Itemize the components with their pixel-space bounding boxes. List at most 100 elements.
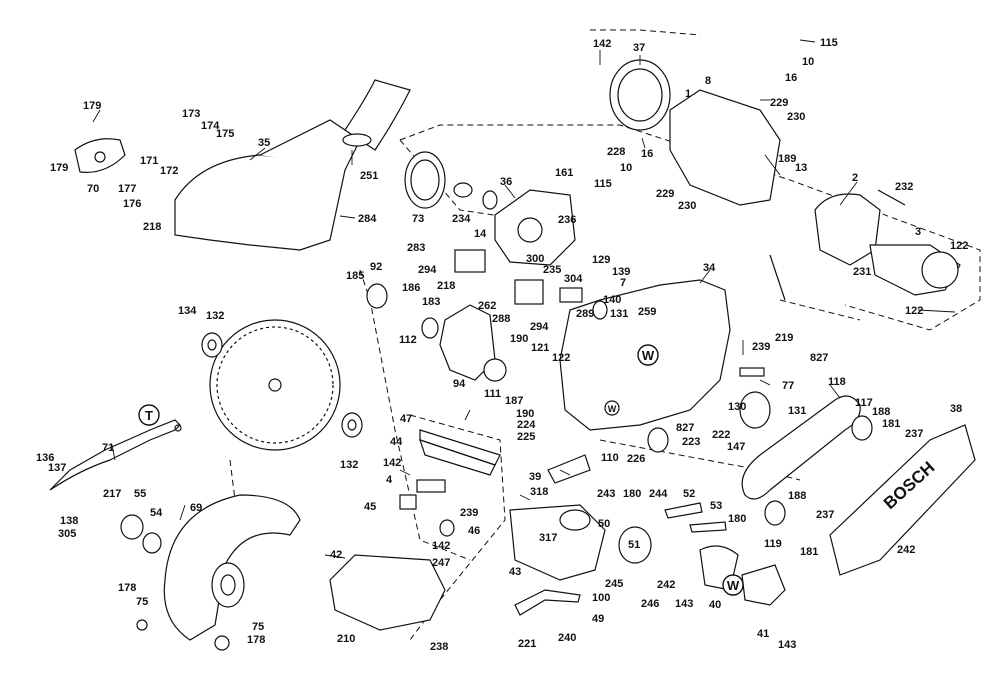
svg-text:W: W (642, 348, 655, 363)
part-label: 289 (576, 308, 595, 320)
part-label: 46 (468, 525, 481, 537)
part-label: 175 (216, 128, 235, 140)
part-label: 222 (712, 429, 731, 441)
field-coil (814, 193, 881, 266)
part-label: 3 (915, 226, 922, 238)
marker-w3: W (722, 574, 744, 596)
part-label: 223 (682, 436, 701, 448)
part-label: 318 (530, 486, 549, 498)
part-label: 294 (418, 264, 437, 276)
part-label: 121 (531, 342, 550, 354)
part-label: 16 (785, 72, 798, 84)
part-label: 50 (598, 518, 611, 530)
part-label: 218 (437, 280, 456, 292)
part-label: 140 (603, 294, 622, 306)
part-label: 16 (641, 148, 654, 160)
upper-guard (174, 149, 346, 251)
part-label: 183 (422, 296, 441, 308)
part-label: 232 (895, 181, 914, 193)
part-label: 147 (727, 441, 746, 453)
part-label: 134 (178, 305, 197, 317)
part-label: 45 (364, 501, 377, 513)
part-label: 224 (517, 419, 536, 431)
part-label: 115 (594, 178, 612, 190)
part-label: 173 (182, 108, 201, 120)
svg-text:T: T (145, 408, 153, 423)
part-label: 219 (775, 332, 794, 344)
part-label: 118 (828, 376, 846, 388)
part-label: 47 (400, 413, 413, 425)
part-label: 71 (102, 442, 115, 454)
part-label: 4 (386, 474, 393, 486)
part-label: 39 (529, 471, 542, 483)
part-label: 117 (855, 397, 873, 409)
part-label: 239 (460, 507, 479, 519)
part-label: 240 (558, 632, 577, 644)
part-label: 236 (558, 214, 577, 226)
part-label: 142 (593, 38, 612, 50)
part-label: 259 (638, 306, 657, 318)
part-label: 228 (607, 146, 626, 158)
part-label: 132 (206, 310, 225, 322)
part-label: 242 (657, 579, 676, 591)
part-label: 262 (478, 300, 497, 312)
svg-text:W: W (727, 578, 740, 593)
part-label: 237 (905, 428, 924, 440)
part-label: 305 (58, 528, 77, 540)
part-label: 180 (728, 513, 747, 525)
part-label: 69 (190, 502, 203, 514)
part-label: 284 (358, 213, 377, 225)
part-label: 137 (48, 462, 67, 474)
part-label: 110 (601, 452, 619, 464)
part-label: 171 (140, 155, 159, 167)
part-label: 225 (517, 431, 536, 443)
part-label: 136 (36, 452, 55, 464)
part-label: 294 (530, 321, 549, 333)
part-label: 181 (800, 546, 819, 558)
part-label: 210 (337, 633, 356, 645)
part-label: 172 (160, 165, 179, 177)
part-label: 234 (452, 213, 471, 225)
part-label: 132 (340, 459, 359, 471)
part-label: 10 (802, 56, 815, 68)
marker-w1: W (637, 344, 659, 366)
part-label: 827 (676, 422, 695, 434)
part-label: 51 (628, 539, 641, 551)
part-label: 178 (118, 582, 137, 594)
part-label: 142 (432, 540, 451, 552)
part-label: 174 (201, 120, 220, 132)
base-housing (329, 554, 446, 631)
part-label: 122 (950, 240, 969, 252)
part-label: 111 (484, 388, 502, 400)
part-label: 142 (383, 457, 402, 469)
part-label: 53 (710, 500, 723, 512)
part-label: 181 (882, 418, 901, 430)
part-label: 229 (656, 188, 675, 200)
part-label: 54 (150, 507, 163, 519)
part-label: 190 (516, 408, 535, 420)
part-label: 73 (412, 213, 425, 225)
part-label: 180 (623, 488, 642, 500)
part-label: 245 (605, 578, 624, 590)
part-label: 230 (787, 111, 806, 123)
part-label: 49 (592, 613, 605, 625)
part-label: 55 (134, 488, 147, 500)
part-label: 131 (788, 405, 807, 417)
motor-housing (669, 89, 781, 206)
gear-housing (494, 189, 576, 266)
part-label: 143 (675, 598, 694, 610)
part-label: 77 (782, 380, 795, 392)
part-label: 188 (872, 406, 891, 418)
marker-t1: T (138, 404, 160, 426)
part-label: 35 (258, 137, 271, 149)
part-label: 185 (346, 270, 365, 282)
part-label: 52 (683, 488, 696, 500)
part-label: 247 (432, 557, 451, 569)
part-label: 37 (633, 42, 646, 54)
svg-text:W: W (608, 404, 617, 414)
part-label: 129 (592, 254, 611, 266)
part-label: 177 (118, 183, 137, 195)
part-label: 230 (678, 200, 697, 212)
part-label: 188 (788, 490, 807, 502)
